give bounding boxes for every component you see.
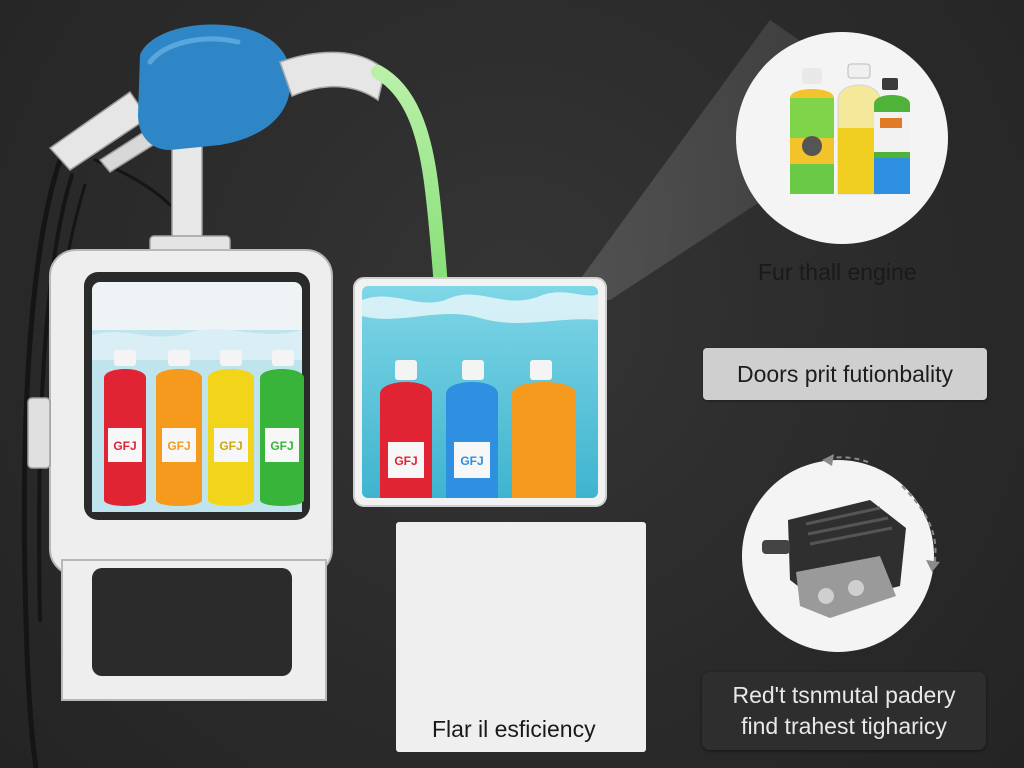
bottle-tag-bg <box>108 428 142 462</box>
arrow-heads <box>822 454 940 572</box>
bottle-tag-bg <box>214 428 248 462</box>
functionality-chip: Doors prit futionbality <box>703 348 987 400</box>
engine-icon-2 <box>742 460 934 652</box>
bottle-tag-text: GFJ <box>394 454 417 468</box>
bottle-tag-tank-red: GFJ <box>388 442 424 478</box>
bottle-tag-text: GFJ <box>270 439 293 453</box>
bottle-tag-text: GFJ <box>167 439 190 453</box>
bottle-tag-bg <box>162 428 196 462</box>
bottle-tag-text: GFJ <box>113 439 136 453</box>
fuel-nozzle-icon <box>48 24 386 239</box>
tank-bottle-orange <box>512 360 576 498</box>
bottle-tag-dispenser-yellow: GFJ <box>214 428 248 462</box>
bottle-tag-dispenser-orange: GFJ <box>162 428 196 462</box>
bottle-tag-tank-blue: GFJ <box>454 442 490 478</box>
bottle-tag-bg <box>265 428 299 462</box>
efficiency-panel <box>396 522 646 752</box>
performance-line-1: Red't tsnmutal padery <box>732 682 956 708</box>
bottle-tag-text: GFJ <box>219 439 242 453</box>
bottle-tag-dispenser-green: GFJ <box>265 428 299 462</box>
efficiency-label: Flar il esficiency <box>432 716 596 742</box>
functionality-label: Doors prit futionbality <box>736 360 954 387</box>
bottle-tag-bg <box>454 442 490 478</box>
performance-line-2: find trahest tigharicy <box>741 713 947 739</box>
bottle-tag-text: GFJ <box>460 454 483 468</box>
bottle-tag-bg <box>388 442 424 478</box>
label-engine: Fur thall engine <box>758 259 917 285</box>
bottles-icon <box>736 32 948 244</box>
performance-chip: Red't tsnmutal padery find trahest tigha… <box>702 672 986 750</box>
bottle-tag-dispenser-red: GFJ <box>108 428 142 462</box>
